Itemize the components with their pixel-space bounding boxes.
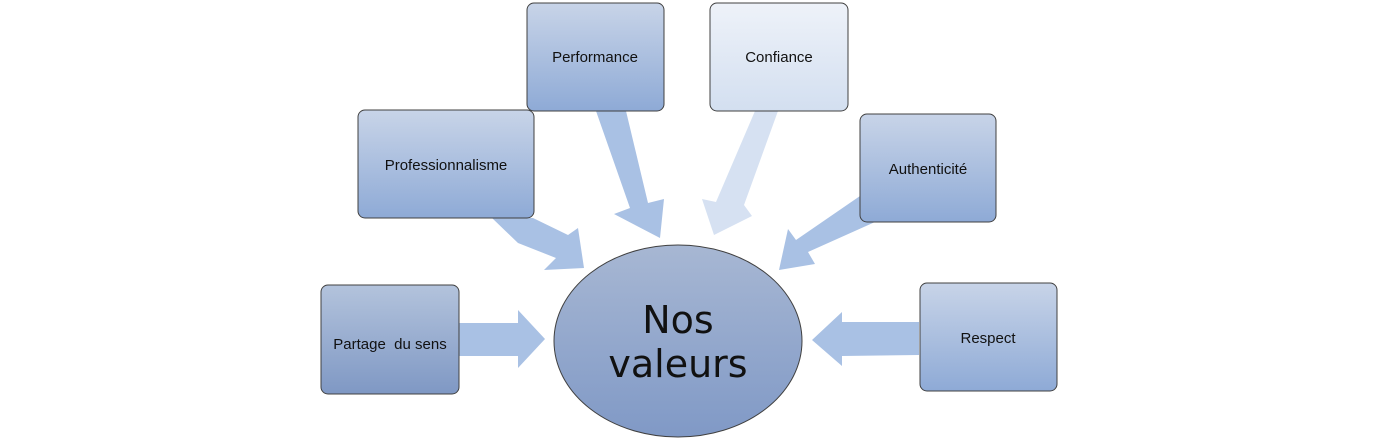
value-box-professionnalisme: Professionnalisme [357, 109, 535, 219]
arrows [459, 111, 919, 368]
value-label: Authenticité [889, 161, 967, 178]
value-label: Partage du sens [333, 336, 446, 353]
value-label: Respect [960, 330, 1016, 347]
value-box-respect: Respect [919, 282, 1058, 392]
value-box-partage: Partage du sens [320, 284, 460, 395]
arrow-performance [596, 111, 664, 238]
arrow-partage [459, 310, 545, 368]
value-box-performance: Performance [526, 2, 665, 112]
value-label: Confiance [745, 49, 813, 66]
value-label: Professionnalisme [385, 157, 508, 174]
value-box-authenticite: Authenticité [859, 113, 997, 223]
value-box-confiance: Confiance [709, 2, 849, 112]
center-title-line2: valeurs [608, 342, 747, 386]
arrow-confiance [702, 111, 778, 235]
center-circle [553, 244, 803, 438]
arrow-respect [812, 312, 919, 366]
arrow-authenticite [779, 196, 875, 270]
value-label: Performance [552, 49, 638, 66]
arrow-professionnalisme [492, 218, 584, 270]
center-title-line1: Nos [642, 298, 713, 342]
